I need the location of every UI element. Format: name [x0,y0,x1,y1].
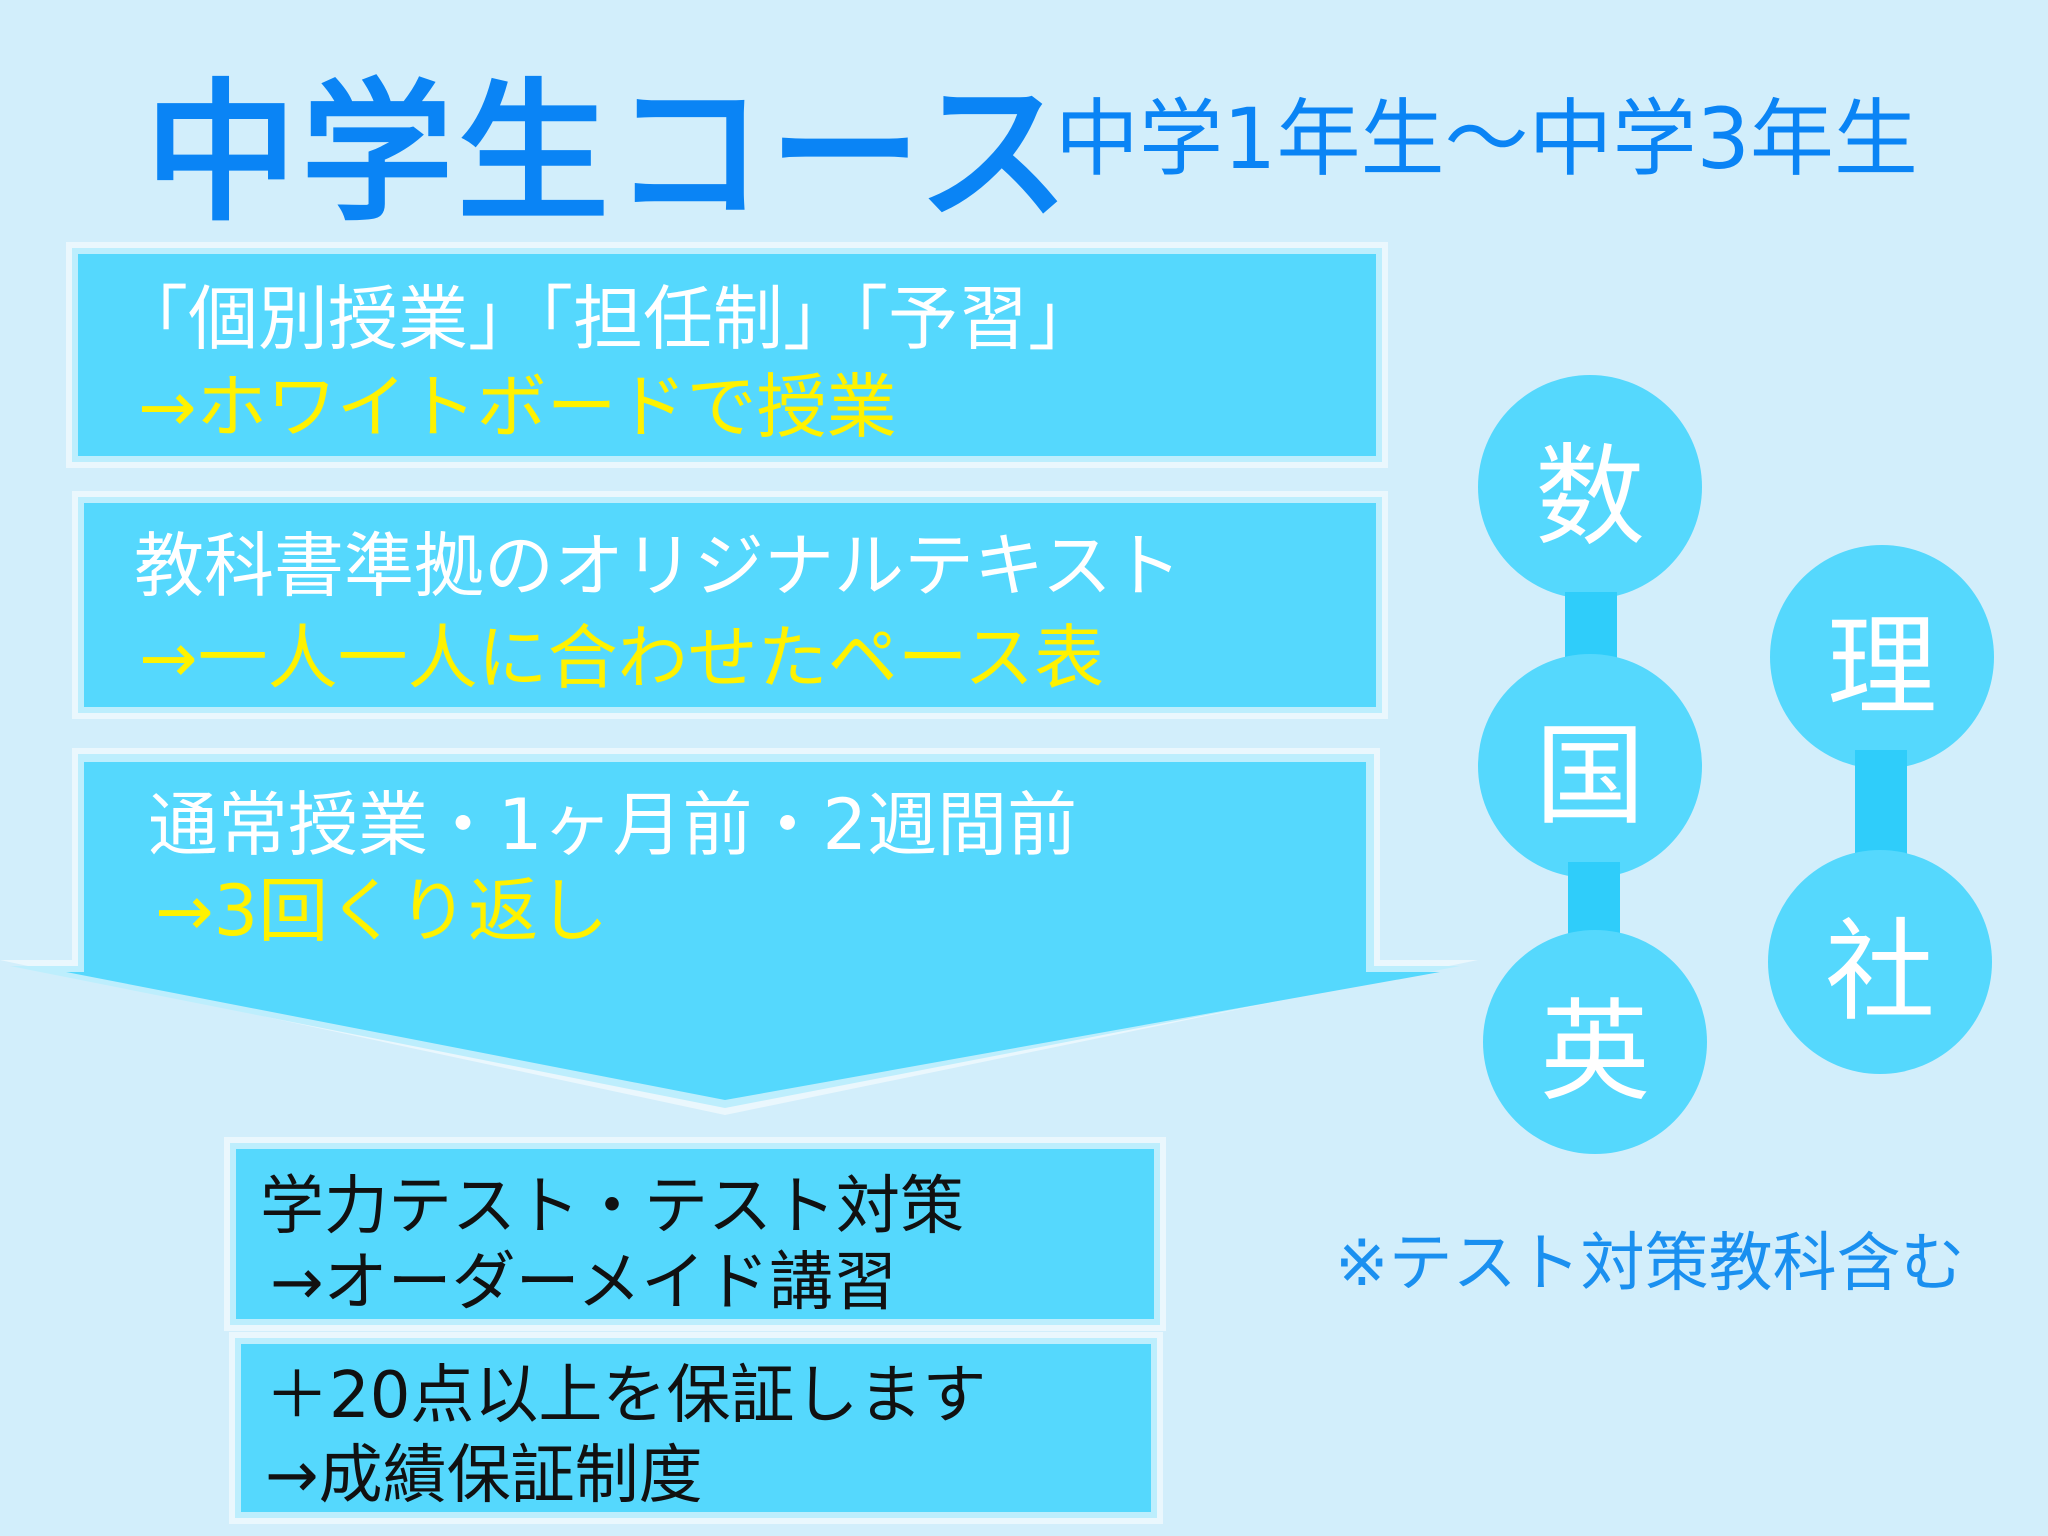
subject-japanese: 国 [1478,654,1702,878]
connector [1855,750,1907,866]
subject-math: 数 [1478,375,1702,599]
feature-highlight: →ホワイトボードで授業 [138,366,897,448]
down-arrow-shape [0,748,1478,1115]
feature-box-guarantee: ＋20点以上を保証します →成績保証制度 [229,1332,1163,1524]
feature-text: 教科書準拠のオリジナルテキスト [134,525,1182,607]
page-subtitle: 中学1年生〜中学3年生 [1055,90,1918,188]
subject-english: 英 [1483,930,1707,1154]
feature-text: 「個別授業」「担任制」「予習」 [118,278,1098,360]
feature-highlight: →3回くり返し [155,870,609,952]
feature-highlight: →一人一人に合わせたペース表 [139,617,1105,699]
feature-text: →成績保証制度 [265,1439,703,1513]
feature-box-test-prep: 学力テスト・テスト対策 →オーダーメイド講習 [224,1137,1166,1331]
subject-note: ※テスト対策教科含む [1335,1227,1965,1301]
page-title: 中学生コース [145,65,1074,242]
feature-text: →オーダーメイド講習 [270,1246,898,1320]
feature-box-textbook: 教科書準拠のオリジナルテキスト →一人一人に合わせたペース表 [72,491,1388,719]
feature-text: ＋20点以上を保証します [265,1359,987,1433]
subject-science: 理 [1770,545,1994,769]
feature-text: 学力テスト・テスト対策 [260,1170,964,1244]
feature-text: 通常授業・1ヶ月前・2週間前 [148,784,1078,866]
feature-box-individual: 「個別授業」「担任制」「予習」 →ホワイトボードで授業 [66,242,1388,468]
subject-social: 社 [1768,850,1992,1074]
